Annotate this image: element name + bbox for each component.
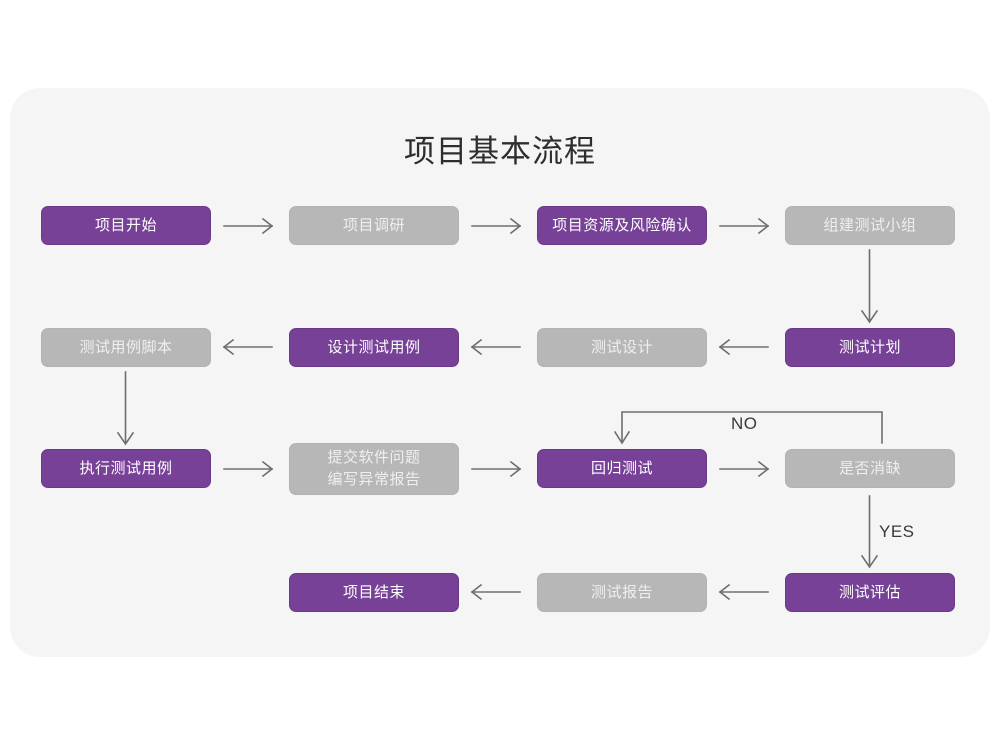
edge-label-no: NO <box>731 414 758 433</box>
node-test-evaluation[interactable]: 测试评估 <box>785 573 955 612</box>
node-project-research[interactable]: 项目调研 <box>289 206 459 245</box>
page-title: 项目基本流程 <box>404 134 596 169</box>
node-project-start[interactable]: 项目开始 <box>41 206 211 245</box>
node-submit-issue-report[interactable]: 提交软件问题 编写异常报告 <box>289 443 459 495</box>
node-design-test-case[interactable]: 设计测试用例 <box>289 328 459 367</box>
node-resource-risk-confirm[interactable]: 项目资源及风险确认 <box>537 206 707 245</box>
node-test-design[interactable]: 测试设计 <box>537 328 707 367</box>
edge-label-yes: YES <box>879 522 915 541</box>
node-defect-cleared[interactable]: 是否消缺 <box>785 449 955 488</box>
node-execute-test-case[interactable]: 执行测试用例 <box>41 449 211 488</box>
node-project-end[interactable]: 项目结束 <box>289 573 459 612</box>
flowchart-card <box>10 88 990 657</box>
node-form-test-team[interactable]: 组建测试小组 <box>785 206 955 245</box>
node-test-plan[interactable]: 测试计划 <box>785 328 955 367</box>
node-test-case-script[interactable]: 测试用例脚本 <box>41 328 211 367</box>
node-regression-test[interactable]: 回归测试 <box>537 449 707 488</box>
node-test-report[interactable]: 测试报告 <box>537 573 707 612</box>
